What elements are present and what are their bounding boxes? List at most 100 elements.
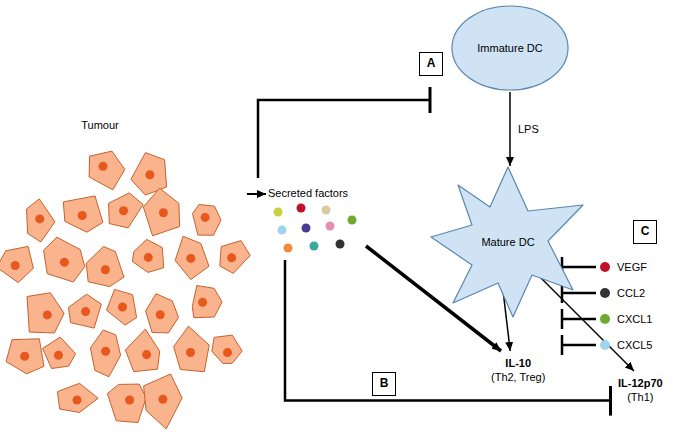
cell-nucleus	[198, 298, 207, 307]
factor-dot	[284, 244, 293, 253]
cell-nucleus	[159, 208, 168, 217]
tumour-cell	[107, 384, 146, 422]
node-label: Mature DC	[481, 235, 534, 249]
tumour-cell	[89, 151, 125, 190]
tumour-cell	[146, 294, 179, 333]
cell-nucleus	[11, 261, 20, 270]
cell-nucleus	[99, 162, 108, 171]
tumour-cell	[107, 289, 137, 325]
legend-label: CXCL5	[617, 338, 652, 352]
tumour-illustration: Tumour	[5, 118, 245, 430]
tumour-cell	[131, 153, 167, 195]
legend-row: CCL2	[600, 286, 645, 300]
mature-dc: Mature DC	[428, 165, 588, 320]
cell-nucleus	[227, 253, 236, 262]
cell-nucleus	[223, 348, 232, 357]
factor-dot	[322, 206, 331, 215]
node-label: IL-12p70	[618, 376, 663, 390]
cell-nucleus	[20, 352, 29, 361]
cell-nucleus	[142, 350, 151, 359]
node-label: Secreted factors	[268, 186, 368, 200]
legend-swatch	[600, 262, 610, 272]
tumour-cell	[0, 246, 33, 282]
node-label: (Th2, Treg)	[491, 370, 545, 384]
inhibition-line	[258, 100, 430, 178]
factor-dot	[302, 224, 311, 233]
cell-nucleus	[35, 214, 44, 223]
cell-nucleus	[118, 303, 127, 312]
cell-nucleus	[60, 258, 69, 267]
cell-nucleus	[119, 206, 128, 215]
cell-nucleus	[201, 213, 210, 222]
panel-letter-text: A	[427, 56, 436, 72]
node-label: (Th1)	[627, 390, 653, 404]
edge-label: LPS	[516, 122, 541, 136]
legend-row: VEGF	[600, 260, 647, 274]
tumour-cell	[132, 239, 163, 272]
legend-label: VEGF	[617, 260, 647, 274]
tumour-cell	[63, 196, 103, 232]
tumour-cell	[6, 339, 44, 374]
cell-nucleus	[186, 348, 195, 357]
cell-nucleus	[101, 265, 110, 274]
factor-dot	[274, 208, 283, 217]
immature-dc: Immature DC	[450, 4, 570, 92]
cell-nucleus	[43, 310, 52, 319]
cell-nucleus	[125, 396, 134, 405]
tumour-cell	[175, 236, 209, 279]
tumour-cell	[144, 374, 183, 429]
tumour-cell	[125, 329, 159, 372]
legend-label: CCL2	[617, 286, 645, 300]
panel-letter: A	[419, 52, 443, 76]
cell-nucleus	[156, 310, 165, 319]
legend-row: CXCL5	[600, 338, 652, 352]
secreted-factors: Secreted factors	[268, 186, 368, 260]
cell-nucleus	[81, 307, 90, 316]
tumour-cell	[109, 193, 144, 228]
tumour-cell	[43, 337, 76, 368]
tumour-cell	[44, 237, 85, 282]
tumour-cell	[193, 205, 222, 236]
legend-label: CXCL1	[617, 312, 652, 326]
cell-nucleus	[144, 253, 153, 262]
factor-dot	[348, 216, 357, 225]
arrow-connector	[509, 92, 511, 166]
inhibition-lines-c	[562, 257, 596, 355]
cytokine-label: IL-12p70(Th1)	[614, 374, 667, 407]
cell-nucleus	[145, 170, 154, 179]
cell-nucleus	[158, 395, 167, 404]
legend-swatch	[600, 288, 610, 298]
cell-nucleus	[54, 351, 63, 360]
tumour-cell	[192, 286, 222, 318]
cell-nucleus	[78, 211, 87, 220]
legend-swatch	[600, 340, 610, 350]
tumour-cell	[27, 293, 64, 333]
cell-nucleus	[73, 396, 82, 405]
factor-dot	[336, 240, 345, 249]
factor-dot	[297, 204, 306, 213]
factor-dot	[310, 242, 319, 251]
node-label: IL-10	[505, 356, 531, 370]
tumour-cell	[90, 330, 120, 377]
legend-row: CXCL1	[600, 312, 652, 326]
panel-letter-text: B	[380, 376, 389, 392]
legend-swatch	[600, 314, 610, 324]
inhibition-bar	[429, 87, 432, 113]
tumour-cell	[220, 241, 250, 274]
cell-nucleus	[101, 347, 110, 356]
tumour-cells	[5, 126, 245, 438]
cell-nucleus	[186, 254, 195, 263]
panel-letter: C	[633, 220, 657, 244]
cytokine-label: IL-10(Th2, Treg)	[487, 354, 549, 387]
arrow-connector	[247, 193, 266, 195]
tumour-cell	[69, 294, 102, 328]
tumour-cell	[143, 188, 179, 236]
node-label: Tumour	[5, 118, 195, 132]
node-label: Immature DC	[477, 41, 542, 55]
tumour-cell	[212, 335, 242, 363]
tumour-cell	[86, 247, 124, 287]
panel-letter: B	[372, 372, 396, 396]
tumour-cell	[27, 199, 55, 242]
tumour-cell	[57, 383, 98, 412]
panel-letter-text: C	[641, 224, 650, 240]
